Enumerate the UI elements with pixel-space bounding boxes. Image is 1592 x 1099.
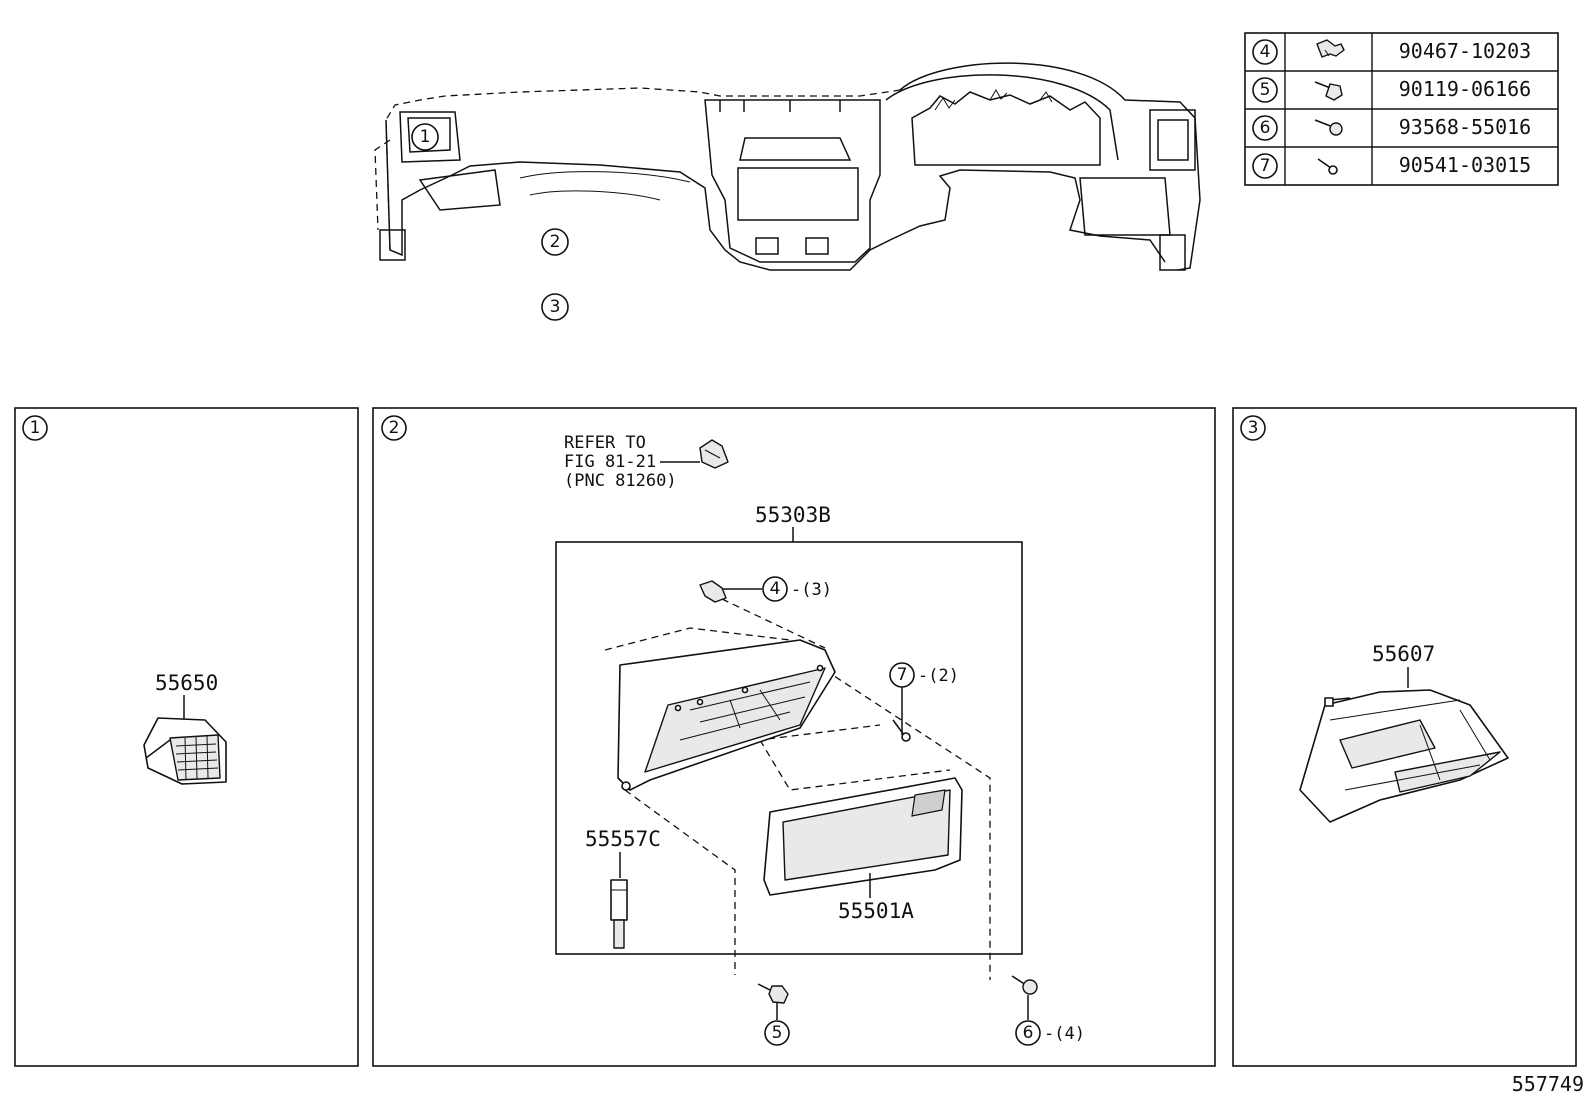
- svg-text:7: 7: [897, 665, 908, 685]
- panel-2-border: [372, 407, 1216, 1067]
- clip-icon: [1316, 39, 1345, 58]
- part-label-55501A[interactable]: 55501A: [838, 899, 914, 923]
- svg-text:5: 5: [772, 1023, 783, 1043]
- bolt-icon: [757, 983, 789, 1004]
- panel-2-index: 2: [389, 418, 400, 438]
- dashboard-overview: 1 2 3: [374, 62, 1201, 321]
- svg-text:6: 6: [1023, 1023, 1034, 1043]
- svg-text:1: 1: [420, 127, 431, 147]
- panel-2-glove-box: 2 REFER TO FIG 81-21 (PNC 81260) 55303B …: [372, 407, 1216, 1067]
- assembly-box: [555, 541, 1023, 955]
- lamp-icon: [699, 439, 729, 469]
- svg-text:-(4): -(4): [1044, 1024, 1085, 1044]
- drawing-id: 557749: [1512, 1072, 1584, 1096]
- callout-4[interactable]: 4 -(3): [762, 576, 832, 602]
- pin-icon: [892, 719, 911, 742]
- callout-7[interactable]: 7 -(2): [889, 662, 959, 688]
- panel-1-index: 1: [30, 418, 41, 438]
- panel-3-index: 3: [1248, 418, 1259, 438]
- row-part-number: 93568-55016: [1399, 115, 1531, 139]
- damper-icon: [610, 879, 628, 949]
- svg-text:-(2): -(2): [918, 666, 959, 686]
- callout-1[interactable]: 1: [411, 123, 439, 151]
- svg-text:3: 3: [550, 297, 561, 317]
- part-label-55650[interactable]: 55650: [155, 671, 218, 695]
- parts-table-row[interactable]: 5 90119-06166: [1252, 77, 1531, 103]
- lower-panel-icon: [1299, 689, 1509, 823]
- svg-text:4: 4: [770, 579, 781, 599]
- part-label-55557C[interactable]: 55557C: [585, 827, 661, 851]
- bolt-icon: [1314, 81, 1343, 101]
- parts-table: 4 90467-10203 5 90119-06166 6: [1244, 32, 1559, 186]
- screw-icon: [1011, 975, 1038, 995]
- callout-6[interactable]: 6 -(4): [1015, 1020, 1085, 1046]
- callout-5[interactable]: 5: [764, 1020, 790, 1046]
- clip-icon: [699, 580, 727, 603]
- panel-3-border: [1232, 407, 1577, 1067]
- row-part-number: 90467-10203: [1399, 39, 1531, 63]
- svg-text:-(3): -(3): [791, 580, 832, 600]
- side-vent-icon: [143, 717, 227, 785]
- row-ref: 5: [1260, 80, 1271, 100]
- refer-note-line1: REFER TO: [564, 433, 646, 453]
- glove-box-icon: [617, 639, 836, 791]
- row-part-number: 90119-06166: [1399, 77, 1531, 101]
- screw-icon: [1314, 119, 1343, 136]
- part-label-55303B[interactable]: 55303B: [755, 503, 831, 527]
- panel-1-side-vent: 1 55650: [14, 407, 359, 1067]
- panel-3-lower-panel: 3 55607: [1232, 407, 1577, 1067]
- row-ref: 4: [1260, 42, 1271, 62]
- parts-table-row[interactable]: 6 93568-55016: [1252, 115, 1531, 141]
- row-part-number: 90541-03015: [1399, 153, 1531, 177]
- glove-door-icon: [763, 777, 963, 896]
- refer-note-line3: (PNC 81260): [564, 471, 677, 491]
- pin-icon: [1317, 158, 1338, 175]
- callout-3[interactable]: 3: [541, 293, 569, 321]
- svg-text:2: 2: [550, 232, 561, 252]
- row-ref: 7: [1260, 156, 1271, 176]
- part-label-55607[interactable]: 55607: [1372, 642, 1435, 666]
- parts-table-row[interactable]: 4 90467-10203: [1252, 39, 1531, 65]
- parts-table-row[interactable]: 7 90541-03015: [1252, 153, 1531, 179]
- refer-note-line2: FIG 81-21: [564, 452, 656, 472]
- row-ref: 6: [1260, 118, 1271, 138]
- callout-2[interactable]: 2: [541, 228, 569, 256]
- panel-1-border: [14, 407, 359, 1067]
